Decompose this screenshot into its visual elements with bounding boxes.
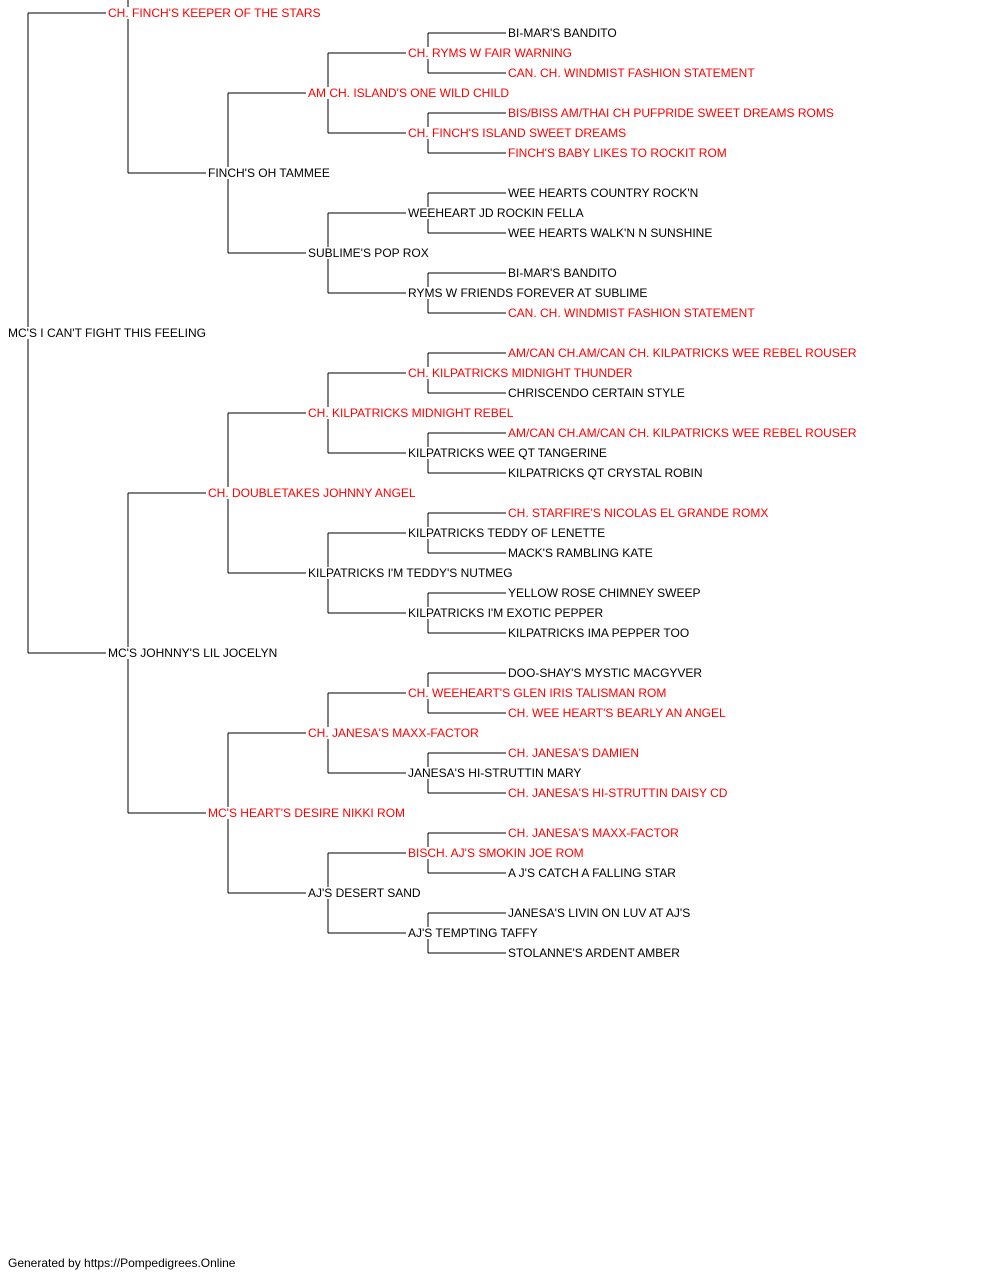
pedigree-name[interactable]: KILPATRICKS WEE QT TANGERINE [408, 446, 607, 460]
pedigree-name[interactable]: CHRISCENDO CERTAIN STYLE [508, 386, 685, 400]
pedigree-name[interactable]: A J'S CATCH A FALLING STAR [508, 866, 676, 880]
pedigree-name[interactable]: STOLANNE'S ARDENT AMBER [508, 946, 680, 960]
pedigree-name[interactable]: CH. RYMS W FAIR WARNING [408, 46, 572, 60]
pedigree-name[interactable]: CH. JANESA'S MAXX-FACTOR [508, 826, 679, 840]
pedigree-name[interactable]: AJ'S TEMPTING TAFFY [408, 926, 538, 940]
pedigree-name[interactable]: KILPATRICKS I'M EXOTIC PEPPER [408, 606, 604, 620]
pedigree-name[interactable]: FINCH'S OH TAMMEE [208, 166, 330, 180]
pedigree-name[interactable]: WEEHEART JD ROCKIN FELLA [408, 206, 584, 220]
pedigree-name[interactable]: CAN. CH. WINDMIST FASHION STATEMENT [508, 306, 755, 320]
pedigree-name[interactable]: BI-MAR'S BANDITO [508, 26, 617, 40]
pedigree-name[interactable]: CH. STARFIRE'S NICOLAS EL GRANDE ROMX [508, 506, 768, 520]
pedigree-name[interactable]: DOO-SHAY'S MYSTIC MACGYVER [508, 666, 702, 680]
pedigree-name[interactable]: CH. FINCH'S KEEPER OF THE STARS [108, 6, 321, 20]
pedigree-name[interactable]: CH. JANESA'S MAXX-FACTOR [308, 726, 479, 740]
pedigree-name[interactable]: FINCH'S BABY LIKES TO ROCKIT ROM [508, 146, 727, 160]
pedigree-name[interactable]: JANESA'S HI-STRUTTIN MARY [408, 766, 581, 780]
pedigree-name[interactable]: KILPATRICKS I'M TEDDY'S NUTMEG [308, 566, 513, 580]
footer-credit: Generated by https://Pompedigrees.Online [8, 1256, 236, 1270]
pedigree-name[interactable]: SUBLIME'S POP ROX [308, 246, 429, 260]
pedigree-name[interactable]: AM/CAN CH.AM/CAN CH. KILPATRICKS WEE REB… [508, 426, 857, 440]
pedigree-name[interactable]: BI-MAR'S BANDITO [508, 266, 617, 280]
pedigree-name[interactable]: KILPATRICKS QT CRYSTAL ROBIN [508, 466, 703, 480]
pedigree-name[interactable]: CH. FINCH'S ISLAND SWEET DREAMS [408, 126, 626, 140]
pedigree-name[interactable]: CH. WEEHEART'S GLEN IRIS TALISMAN ROM [408, 686, 666, 700]
pedigree-name[interactable]: CH. JANESA'S HI-STRUTTIN DAISY CD [508, 786, 728, 800]
pedigree-name[interactable]: WEE HEARTS COUNTRY ROCK'N [508, 186, 698, 200]
pedigree-name[interactable]: CH. KILPATRICKS MIDNIGHT THUNDER [408, 366, 633, 380]
pedigree-name[interactable]: RYMS W FRIENDS FOREVER AT SUBLIME [408, 286, 647, 300]
pedigree-name[interactable]: BISCH. AJ'S SMOKIN JOE ROM [408, 846, 584, 860]
pedigree-name[interactable]: JANESA'S LIVIN ON LUV AT AJ'S [508, 906, 690, 920]
pedigree-name[interactable]: AJ'S DESERT SAND [308, 886, 421, 900]
pedigree-name[interactable]: CAN. CH. WINDMIST FASHION STATEMENT [508, 66, 755, 80]
pedigree-name[interactable]: KILPATRICKS IMA PEPPER TOO [508, 626, 689, 640]
pedigree-name[interactable]: AM/CAN CH.AM/CAN CH. KILPATRICKS WEE REB… [508, 346, 857, 360]
pedigree-name[interactable]: CH. KILPATRICKS MIDNIGHT REBEL [308, 406, 514, 420]
pedigree-name[interactable]: KILPATRICKS TEDDY OF LENETTE [408, 526, 605, 540]
pedigree-name[interactable]: MC'S I CAN'T FIGHT THIS FEELING [8, 326, 206, 340]
pedigree-name[interactable]: MC'S JOHNNY'S LIL JOCELYN [108, 646, 277, 660]
pedigree-name[interactable]: CH. WEE HEART'S BEARLY AN ANGEL [508, 706, 726, 720]
pedigree-name[interactable]: MC'S HEART'S DESIRE NIKKI ROM [208, 806, 405, 820]
pedigree-name[interactable]: WEE HEARTS WALK'N N SUNSHINE [508, 226, 712, 240]
pedigree-name[interactable]: AM CH. ISLAND'S ONE WILD CHILD [308, 86, 509, 100]
pedigree-name[interactable]: MACK'S RAMBLING KATE [508, 546, 653, 560]
pedigree-name[interactable]: BIS/BISS AM/THAI CH PUFPRIDE SWEET DREAM… [508, 106, 834, 120]
pedigree-name[interactable]: YELLOW ROSE CHIMNEY SWEEP [508, 586, 701, 600]
pedigree-name[interactable]: CH. JANESA'S DAMIEN [508, 746, 639, 760]
pedigree-name[interactable]: CH. DOUBLETAKES JOHNNY ANGEL [208, 486, 416, 500]
